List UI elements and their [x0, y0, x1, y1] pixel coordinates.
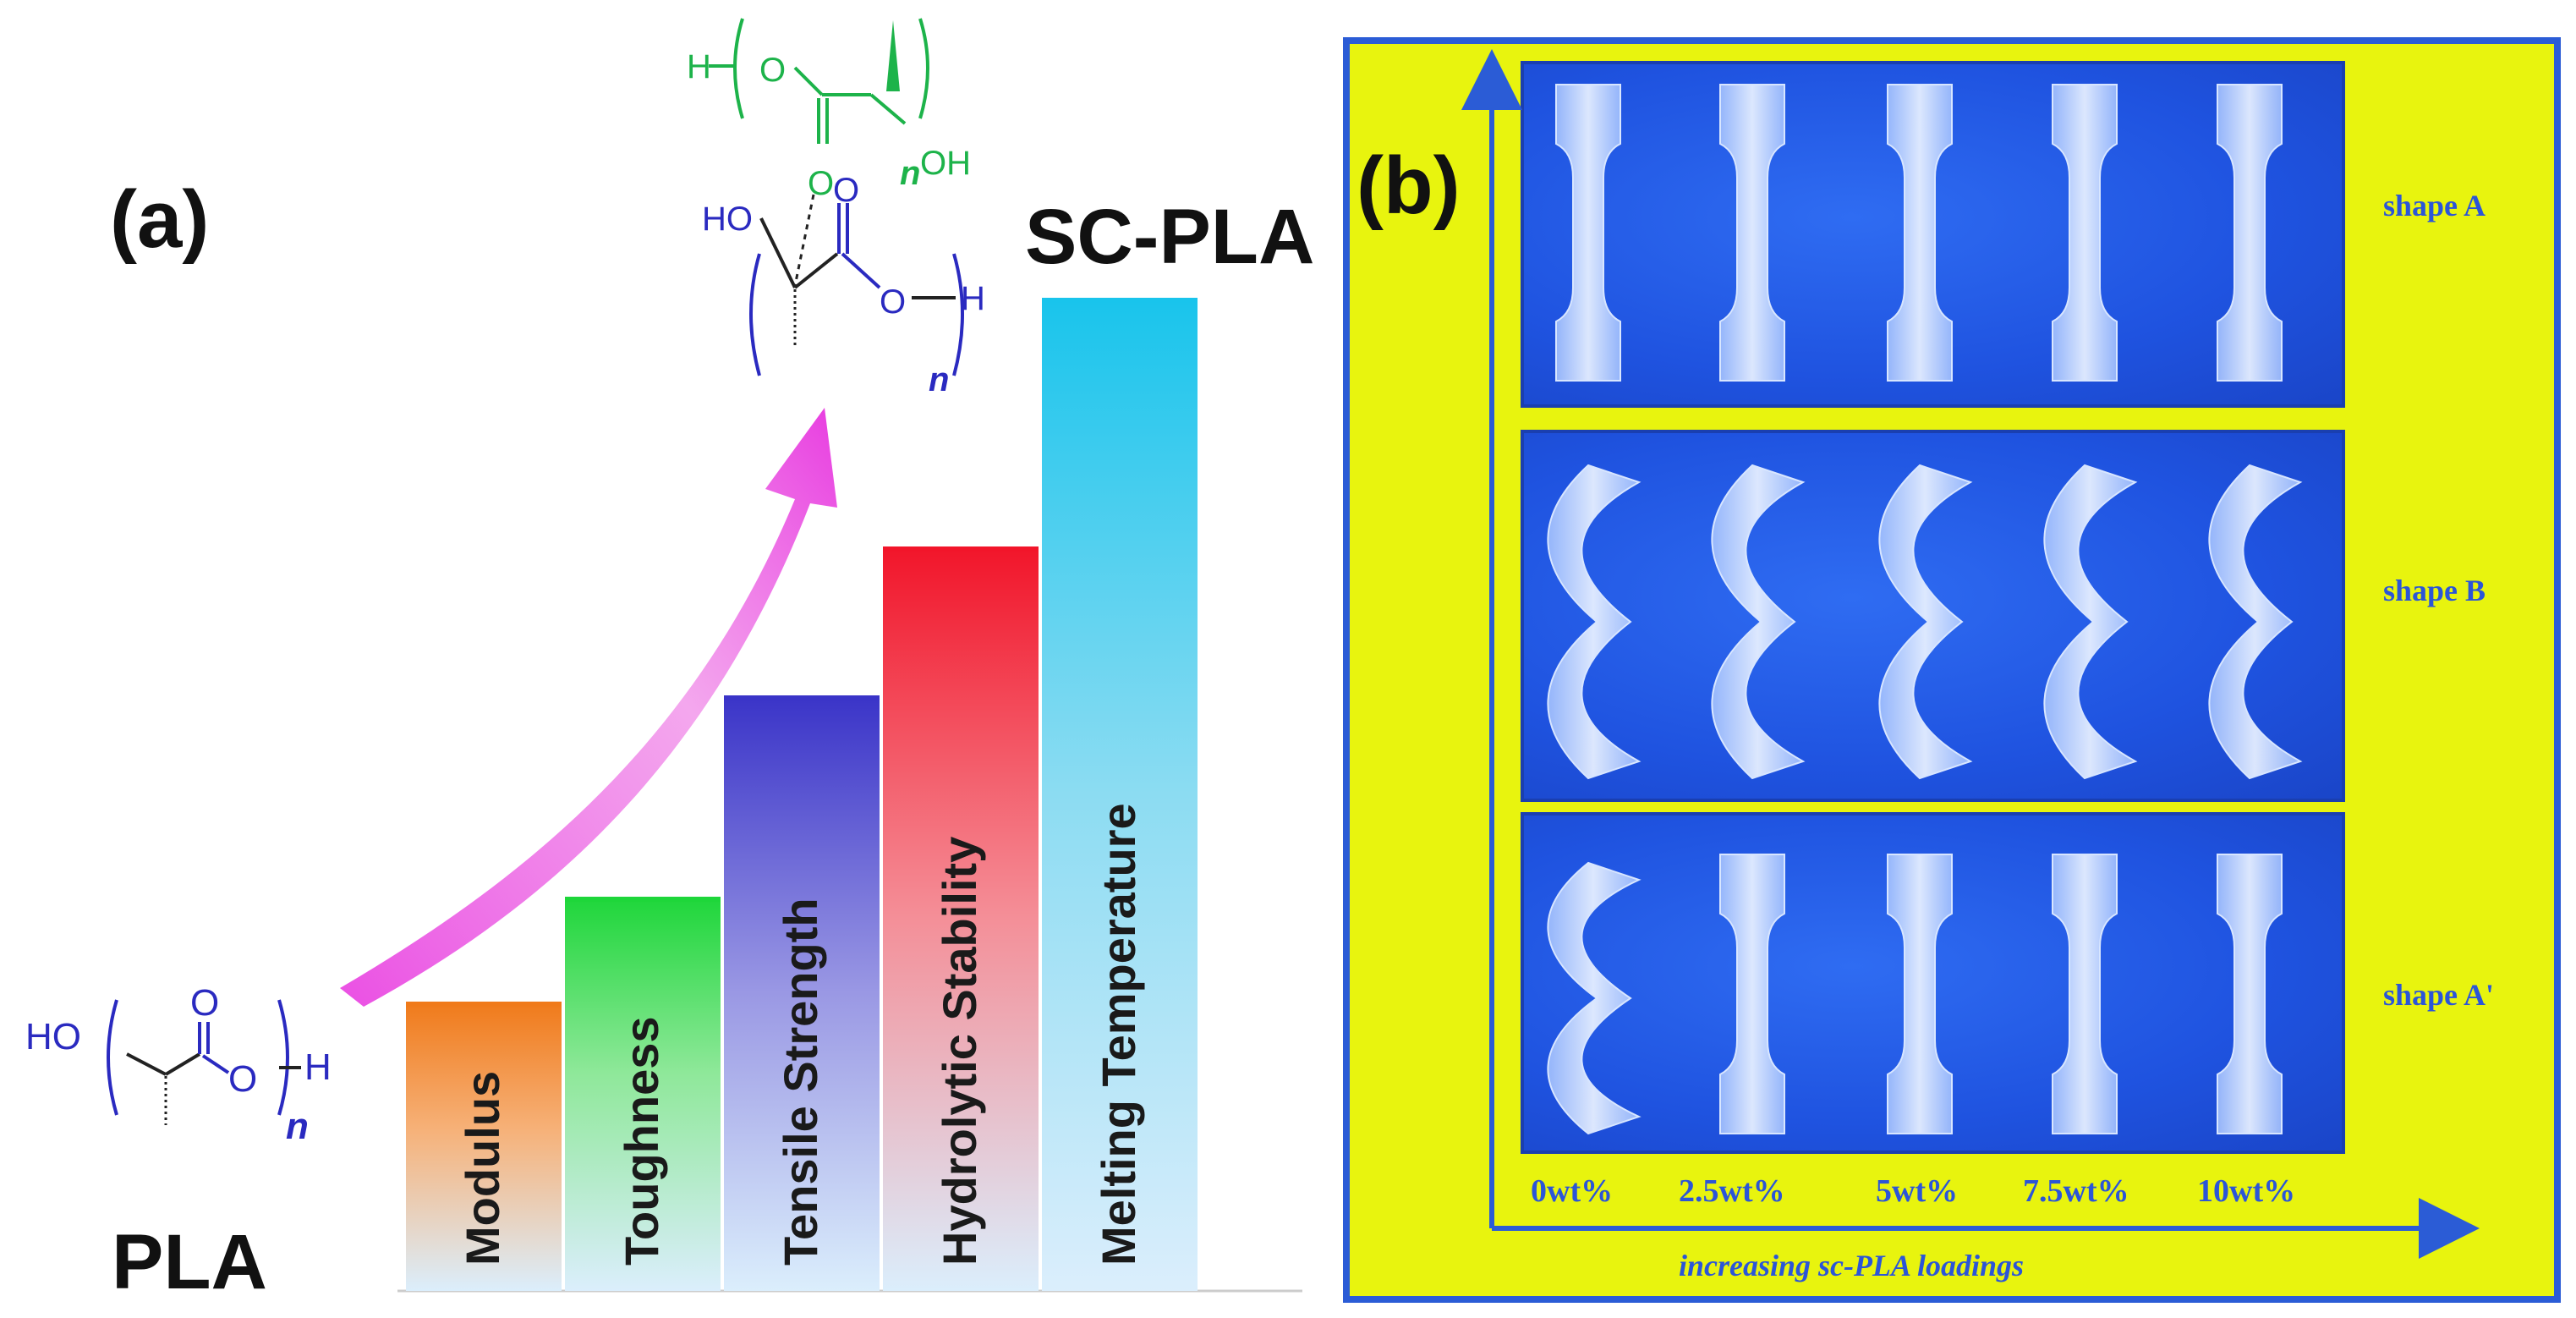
sc-green-n: n [900, 155, 920, 192]
sc-green-oh: OH [920, 145, 971, 182]
loading-label: 7.5wt% [2023, 1173, 2129, 1209]
sc-green-o-ester: O [759, 52, 786, 89]
sc-green-h: H [687, 48, 711, 85]
sc-pla-label: SC-PLA [1025, 194, 1315, 280]
bar-top-edge [1042, 298, 1198, 303]
pla-n: n [286, 1106, 309, 1147]
sc-pla-structure: H O O n OH HO O O H n [687, 18, 985, 398]
shape-a-prime-label: shape A' [2383, 978, 2495, 1012]
pla-structure: HO O O H n [25, 982, 332, 1147]
sc-blue-o-carbonyl: O [833, 172, 859, 209]
bar-top-edge [724, 695, 880, 700]
bar-top-edge [565, 897, 721, 902]
pla-o-ester: O [228, 1058, 257, 1100]
bar-label: Melting Temperature [1092, 803, 1145, 1266]
bar-modulus [406, 1002, 562, 1291]
bar-label: Toughness [615, 1016, 668, 1266]
axis-caption: increasing sc-PLA loadings [1679, 1249, 2025, 1282]
bar-label: Tensile Strength [774, 898, 827, 1266]
sc-green-o-carbonyl: O [808, 165, 834, 202]
shape-a-label: shape A [2383, 189, 2486, 222]
bar-hydrolytic-stability [883, 546, 1039, 1291]
bar-tensile-strength [724, 695, 880, 1291]
loading-label: 2.5wt% [1679, 1173, 1785, 1209]
bar-top-edge [883, 546, 1039, 552]
sc-blue-o-ester: O [880, 283, 906, 321]
pla-label: PLA [112, 1219, 267, 1305]
panel-a-label: (a) [110, 174, 210, 265]
bar-label: Modulus [456, 1071, 509, 1266]
bar-melting-temperature [1042, 298, 1198, 1291]
property-bars: Modulus Toughness Tensile Strength Hydrolyt… [406, 298, 1198, 1291]
photo-shape-a-prime [1521, 812, 2345, 1154]
pla-h: H [304, 1046, 332, 1088]
sc-blue-h: H [961, 280, 985, 317]
photo-shape-b [1521, 430, 2345, 802]
loading-label: 10wt% [2197, 1173, 2296, 1209]
pla-right-bracket [277, 999, 289, 1116]
bar-label: Hydrolytic Stability [933, 837, 986, 1266]
sc-blue-n: n [929, 361, 949, 398]
improvement-arrow [340, 408, 837, 1007]
photo-shape-a [1521, 61, 2345, 408]
pla-ho: HO [25, 1016, 81, 1057]
bar-top-edge [406, 1002, 562, 1007]
pla-left-bracket [107, 999, 118, 1116]
sc-blue-ho: HO [702, 200, 753, 238]
loading-label: 0wt% [1531, 1173, 1614, 1209]
shape-b-label: shape B [2383, 574, 2486, 607]
loading-label: 5wt% [1876, 1173, 1959, 1209]
pla-o-carbonyl: O [190, 982, 219, 1024]
panel-b-label: (b) [1357, 140, 1461, 231]
bar-toughness [565, 897, 721, 1291]
